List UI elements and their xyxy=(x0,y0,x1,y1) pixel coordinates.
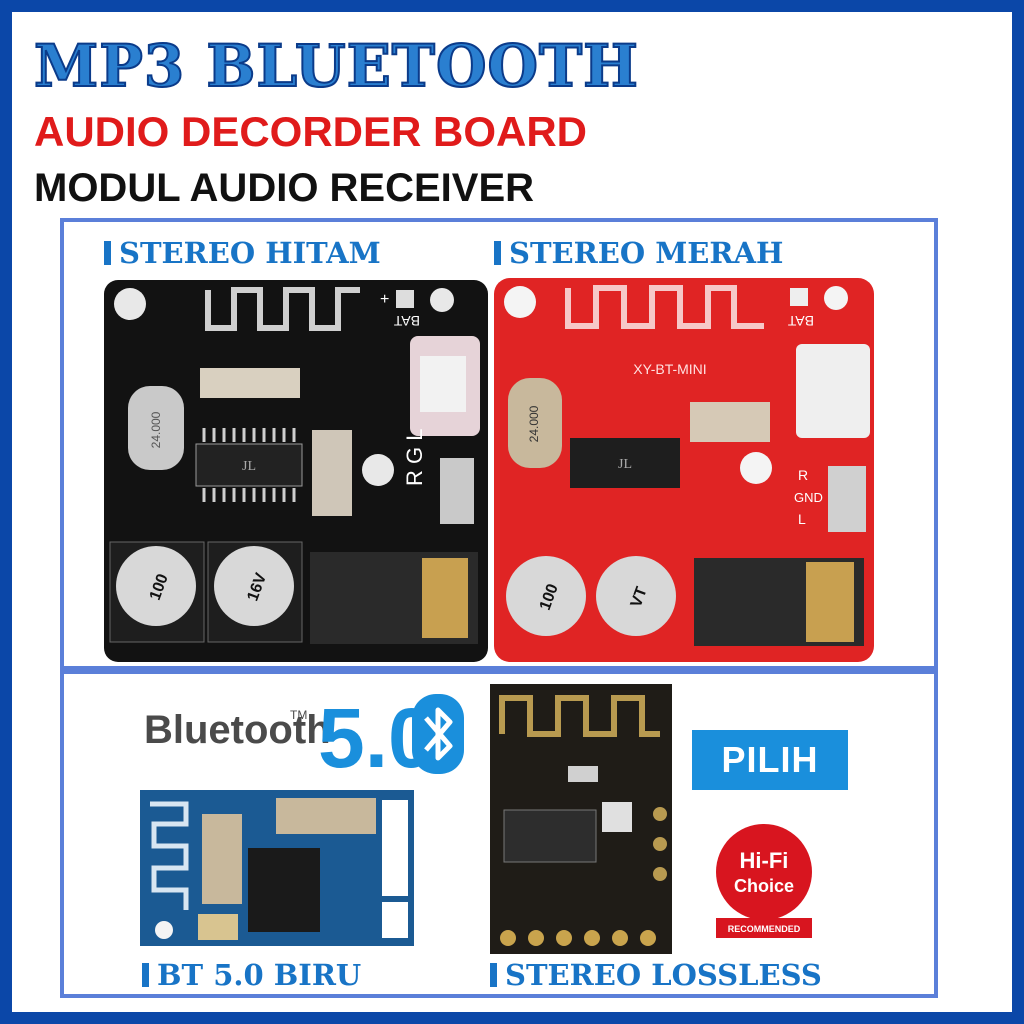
side-pad xyxy=(653,867,667,881)
product-subtitle: AUDIO DECORDER BOARD xyxy=(34,108,588,155)
capacitor-2 xyxy=(214,546,294,626)
variant-label-lossless-text: STEREO LOSSLESS xyxy=(505,958,822,992)
side-pad xyxy=(653,807,667,821)
chip-ic xyxy=(248,848,320,932)
crystal-oscillator xyxy=(128,386,184,470)
smd-caps xyxy=(202,814,242,904)
red-board-image[interactable]: BAT XY-BT-MINI 24.000 JL R GND L 100 VT xyxy=(494,278,874,662)
antenna-trace-icon xyxy=(499,695,660,737)
crystal-oscillator xyxy=(508,378,562,468)
label-bar-icon xyxy=(490,963,497,987)
mount-hole xyxy=(114,288,146,320)
plus-marking: + xyxy=(380,291,389,308)
output-pads xyxy=(828,466,866,532)
capacitor-2 xyxy=(596,556,676,636)
usb-socket xyxy=(420,356,466,412)
pin-gnd-marking: GND xyxy=(794,490,823,505)
audio-jack-contact xyxy=(806,562,854,642)
chip-ic xyxy=(195,443,303,487)
pin-pads xyxy=(382,800,408,896)
antenna-trace-icon xyxy=(565,285,764,329)
bat-pad xyxy=(790,288,808,306)
side-pad xyxy=(653,837,667,851)
mount-hole xyxy=(504,286,536,318)
mount-hole xyxy=(362,454,394,486)
chip-ic xyxy=(503,809,597,863)
pin-pads xyxy=(382,902,408,938)
bluetooth-tm: TM xyxy=(290,708,308,722)
rgl-marking: R G L xyxy=(402,429,427,486)
mount-hole xyxy=(824,286,848,310)
bat-marking: BAT xyxy=(393,313,420,329)
chip-marking: JL xyxy=(618,457,632,472)
crystal-oscillator xyxy=(602,802,632,832)
badge-line-2: Choice xyxy=(734,876,794,896)
bat-pad xyxy=(396,290,414,308)
output-pads xyxy=(440,458,474,524)
crystal-marking: 24.000 xyxy=(149,411,163,448)
bottom-pads xyxy=(500,930,656,946)
mount-hole xyxy=(430,288,454,312)
smd-caps xyxy=(276,798,376,834)
bluetooth-wordmark: Bluetooth xyxy=(144,708,331,752)
choose-variant-label[interactable]: PILIH xyxy=(692,730,848,790)
usb-port xyxy=(796,344,870,438)
crystal-oscillator xyxy=(198,914,238,940)
badge-line-3: RECOMMENDED xyxy=(728,924,801,934)
bat-marking: BAT xyxy=(787,313,814,329)
mount-hole xyxy=(740,452,772,484)
lossless-board-image[interactable] xyxy=(490,684,672,954)
badge-circle xyxy=(716,824,812,920)
variant-label-lossless[interactable]: STEREO LOSSLESS xyxy=(490,958,822,992)
label-bar-icon xyxy=(104,241,111,265)
label-bar-icon xyxy=(494,241,501,265)
variant-label-blue[interactable]: BT 5.0 BIRU xyxy=(142,958,361,992)
variant-label-red[interactable]: STEREO MERAH xyxy=(494,236,783,270)
smd-caps xyxy=(200,368,300,398)
black-board-image[interactable]: + BAT 24.000 JL R G L 100 16V xyxy=(104,280,488,662)
model-marking: XY-BT-MINI xyxy=(633,361,706,377)
label-bar-icon xyxy=(142,963,149,987)
audio-jack-contact xyxy=(422,558,468,638)
antenna-trace-icon xyxy=(205,287,360,331)
smd-part xyxy=(568,766,598,782)
blue-board-image[interactable] xyxy=(140,790,414,946)
crystal-marking: 24.000 xyxy=(527,405,541,442)
variant-label-black-text: STEREO HITAM xyxy=(119,236,381,270)
chip-pins xyxy=(202,428,296,502)
pin-l-marking: L xyxy=(798,511,806,527)
smd-caps xyxy=(690,402,770,442)
variant-label-blue-text: BT 5.0 BIRU xyxy=(157,958,362,992)
capacitor-1 xyxy=(116,546,196,626)
capacitor-1 xyxy=(506,556,586,636)
pin-r-marking: R xyxy=(798,467,808,483)
hifi-choice-badge: Hi-Fi Choice RECOMMENDED xyxy=(716,824,812,938)
antenna-trace-icon xyxy=(150,801,189,910)
mount-hole xyxy=(155,921,173,939)
variant-label-black[interactable]: STEREO HITAM xyxy=(104,236,381,270)
product-title: MP3 BLUETOOTH xyxy=(33,31,639,101)
smd-resistors xyxy=(312,430,352,516)
variant-label-red-text: STEREO MERAH xyxy=(509,236,784,270)
badge-ribbon xyxy=(716,918,812,938)
cap-series-marking: VT xyxy=(628,584,651,609)
badge-line-1: Hi-Fi xyxy=(740,848,789,873)
chip-ic xyxy=(570,438,680,488)
chip-marking: JL xyxy=(242,459,256,474)
product-subtitle-2: MODUL AUDIO RECEIVER xyxy=(34,166,535,210)
bluetooth-icon xyxy=(412,694,464,774)
